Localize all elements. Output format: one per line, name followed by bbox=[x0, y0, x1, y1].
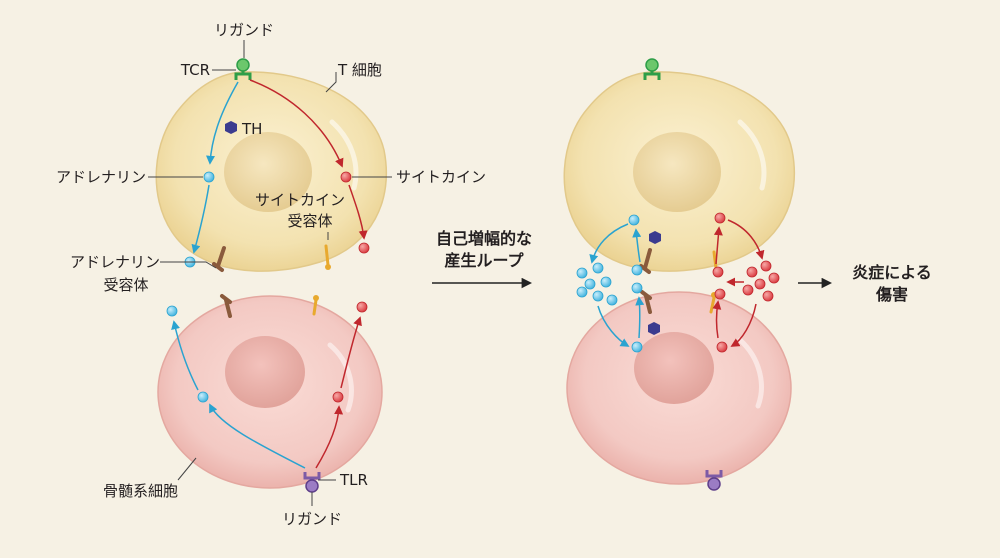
loop-label-2: 産生ループ bbox=[444, 251, 524, 270]
adrenaline-cluster bbox=[576, 214, 643, 353]
cytokine-molecule bbox=[358, 242, 370, 254]
cytokine-receptor-icon bbox=[324, 244, 331, 270]
adrenaline-label: アドレナリン bbox=[56, 168, 146, 186]
cytokine-cluster bbox=[712, 212, 780, 353]
t-cell-label: T 細胞 bbox=[337, 61, 382, 79]
ligand-top-label: リガンド bbox=[214, 21, 274, 39]
tcr-label: TCR bbox=[180, 61, 210, 79]
cytokine-receptor-label-2: 受容体 bbox=[287, 212, 332, 230]
t-cell-right-nucleus bbox=[633, 132, 721, 212]
tlr-receptor-icon bbox=[303, 472, 321, 493]
cytokine-molecule bbox=[356, 301, 368, 313]
myeloid-cell-left-nucleus bbox=[225, 336, 305, 408]
adrenaline-molecule bbox=[203, 171, 215, 183]
cytokine-molecule bbox=[340, 171, 352, 183]
cytokine-label: サイトカイン bbox=[396, 168, 486, 186]
tcr-receptor-icon bbox=[643, 58, 661, 80]
myeloid-cell-label: 骨髄系細胞 bbox=[103, 482, 178, 500]
outcome-label-1: 炎症による bbox=[852, 263, 932, 282]
tlr-label: TLR bbox=[339, 471, 368, 489]
myeloid-cell-right-nucleus bbox=[634, 332, 714, 404]
cytokine-receptor-label-1: サイトカイン bbox=[255, 191, 345, 209]
tlr-receptor-icon bbox=[705, 470, 723, 491]
loop-label-1: 自己増幅的な bbox=[436, 229, 532, 248]
adrenaline-molecule bbox=[166, 305, 178, 317]
adrenaline-receptor-label-1: アドレナリン bbox=[70, 253, 160, 271]
adrenaline-molecule bbox=[197, 391, 209, 403]
outcome-label-2: 傷害 bbox=[875, 285, 908, 304]
t-cell-left-nucleus bbox=[224, 132, 312, 212]
adrenaline-receptor-label-2: 受容体 bbox=[103, 276, 148, 294]
cytokine-receptor-icon bbox=[312, 295, 319, 316]
th-label: TH bbox=[241, 120, 262, 138]
th-hexagon-icon bbox=[648, 322, 660, 335]
adrenaline-receptor-icon bbox=[220, 294, 232, 318]
adrenaline-receptor-icon bbox=[212, 246, 226, 272]
ligand-bottom-label: リガンド bbox=[282, 510, 342, 528]
cytokine-molecule bbox=[332, 391, 344, 403]
tcr-receptor-icon bbox=[234, 58, 252, 80]
th-hexagon-icon bbox=[225, 121, 237, 134]
th-hexagon-icon bbox=[649, 231, 661, 244]
